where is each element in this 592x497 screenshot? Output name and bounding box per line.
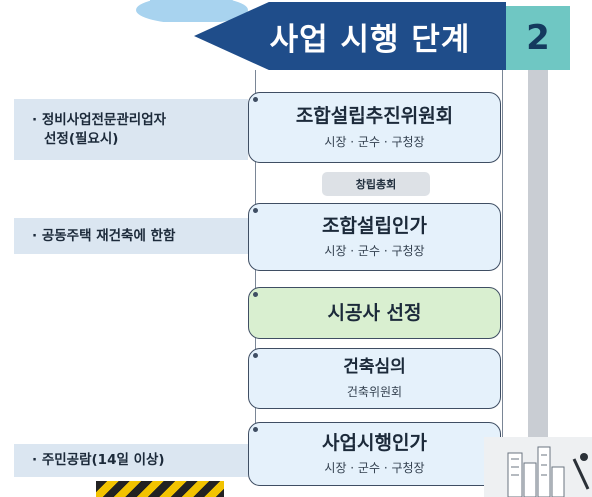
- note-consultant-selection: · 정비사업전문관리업자 선정(필요시): [14, 99, 248, 160]
- note-line: · 주민공람(14일 이상): [32, 452, 165, 469]
- page-title: 사업 시행 단계: [269, 21, 471, 58]
- step-building-review: 건축심의 건축위원회: [248, 348, 501, 409]
- signpost-pole: [528, 70, 548, 450]
- step-authority: 시장 · 군수 · 구청장: [324, 134, 425, 149]
- founding-meeting-label: 창립총회: [322, 172, 430, 196]
- step-title: 조합설립인가: [322, 214, 427, 237]
- step-authority: 시장 · 군수 · 구청장: [324, 244, 425, 259]
- note-public-review: · 주민공람(14일 이상): [14, 444, 248, 477]
- note-line: 선정(필요시): [44, 130, 119, 147]
- step-authority: 시장 · 군수 · 구청장: [324, 461, 425, 476]
- step-association-approval: 조합설립인가 시장 · 군수 · 구청장: [248, 203, 501, 271]
- step-number-badge: 2: [506, 6, 570, 70]
- city-buildings-illustration: [484, 437, 592, 497]
- step-title: 시공사 선정: [327, 301, 422, 324]
- corner-dot: [253, 97, 258, 102]
- note-line: · 공동주택 재건축에 한함: [32, 227, 176, 244]
- step-title: 조합설립추진위원회: [295, 105, 454, 128]
- step-title: 사업시행인가: [322, 431, 427, 454]
- corner-dot: [253, 292, 258, 297]
- corner-dot: [253, 208, 258, 213]
- step-title: 건축심의: [343, 357, 406, 378]
- step-promotion-committee: 조합설립추진위원회 시장 · 군수 · 구청장: [248, 92, 501, 163]
- cloud-decoration: [136, 0, 248, 22]
- corner-dot: [253, 427, 258, 432]
- corner-dot: [253, 353, 258, 358]
- hazard-stripe-barrier: [96, 481, 224, 497]
- title-banner: [194, 2, 506, 70]
- note-line: · 정비사업전문관리업자: [32, 112, 167, 129]
- step-project-implementation-approval: 사업시행인가 시장 · 군수 · 구청장: [248, 422, 501, 486]
- note-apartment-reconstruction: · 공동주택 재건축에 한함: [14, 218, 248, 254]
- step-authority: 건축위원회: [346, 384, 403, 399]
- step-contractor-selection: 시공사 선정: [248, 287, 501, 339]
